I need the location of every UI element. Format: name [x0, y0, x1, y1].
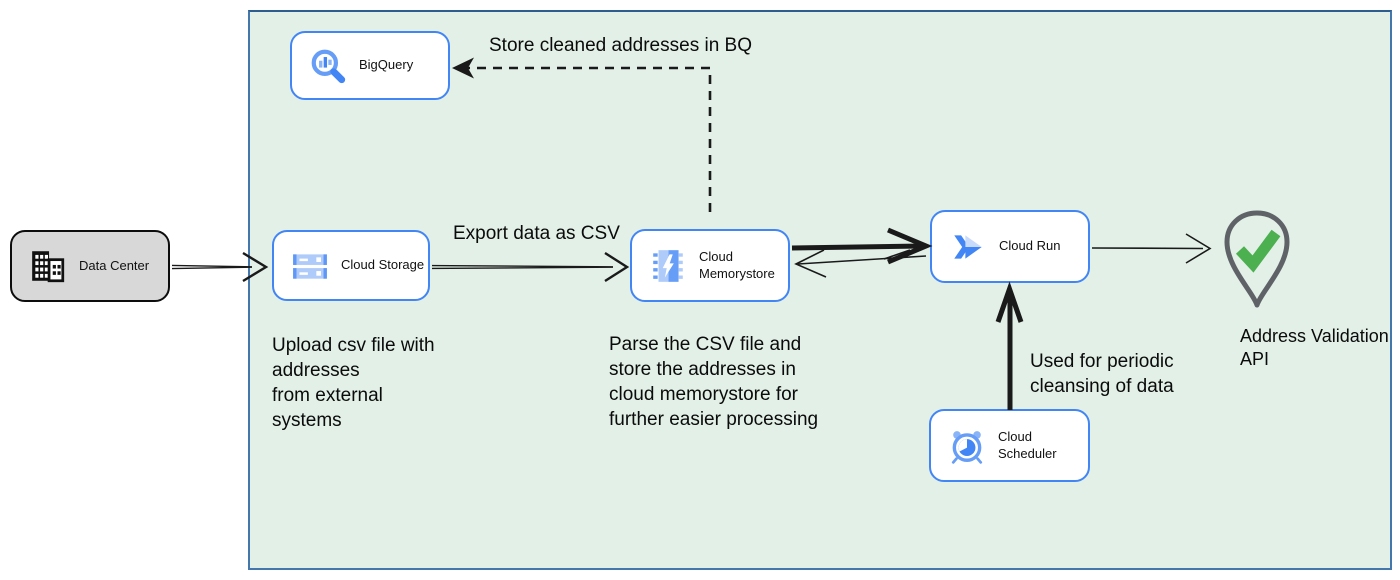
- cloud-storage-icon: [293, 253, 327, 279]
- annotation-periodic: Used for periodic cleansing of data: [1030, 351, 1174, 397]
- bigquery-icon: [311, 49, 346, 83]
- node-data-center[interactable]: Data Center: [10, 230, 170, 302]
- node-bigquery[interactable]: BigQuery: [290, 31, 450, 100]
- node-cloud-run[interactable]: Cloud Run: [930, 210, 1090, 283]
- data-center-icon: [32, 251, 65, 283]
- cloud-run-icon: [954, 234, 982, 259]
- node-cloud-memorystore[interactable]: Cloud Memorystore: [630, 229, 790, 302]
- node-label: Cloud Run: [999, 238, 1061, 254]
- node-cloud-storage[interactable]: Cloud Storage: [272, 230, 430, 301]
- node-label: Cloud Memorystore: [699, 249, 775, 281]
- gcp-boundary: [248, 10, 1392, 570]
- address-validation-pin[interactable]: [1216, 208, 1298, 312]
- green-check-icon: [1235, 229, 1281, 273]
- node-label: Cloud Scheduler: [998, 429, 1057, 461]
- cloud-memorystore-icon: [653, 249, 683, 282]
- annotation-upload: Upload csv file with addresses from exte…: [272, 335, 435, 431]
- address-validation-api-label: Address Validation API: [1240, 326, 1389, 369]
- pin-outline-icon: [1224, 210, 1290, 308]
- annotation-export-csv: Export data as CSV: [453, 223, 620, 244]
- node-label: BigQuery: [359, 57, 414, 73]
- annotation-parse: Parse the CSV file and store the address…: [609, 334, 819, 430]
- node-cloud-scheduler[interactable]: Cloud Scheduler: [929, 409, 1090, 482]
- node-label: Cloud Storage: [341, 257, 425, 273]
- node-label: Data Center: [79, 257, 150, 273]
- annotation-store-bq: Store cleaned addresses in BQ: [489, 35, 752, 56]
- cloud-scheduler-icon: [951, 430, 983, 464]
